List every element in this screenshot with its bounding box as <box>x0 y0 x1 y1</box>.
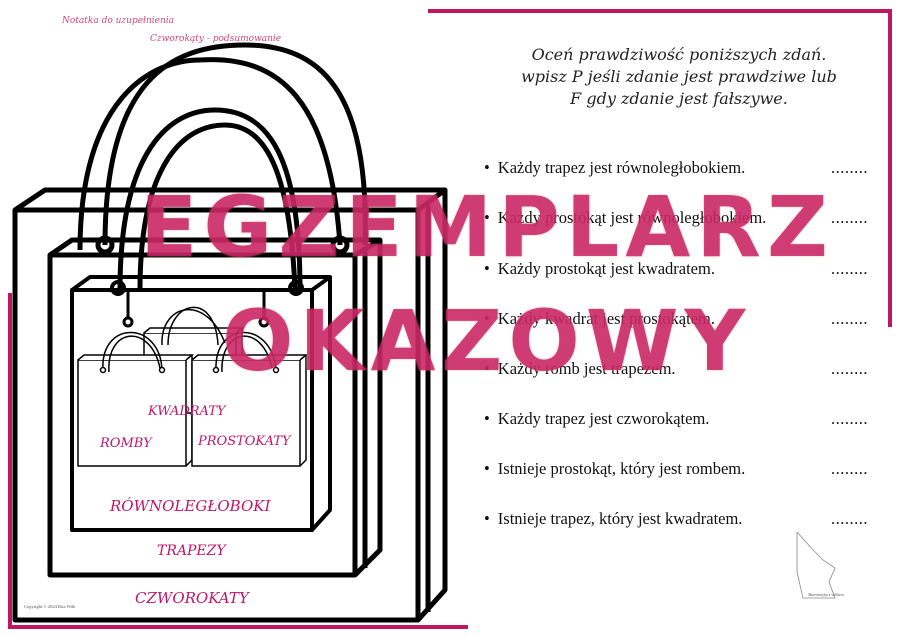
answer-blank[interactable]: ........ <box>831 459 868 478</box>
bullet-icon: • <box>484 259 490 278</box>
header-note-title: Notatka do uzupełnienia <box>62 16 174 26</box>
label-prostokaty: PROSTOKATY <box>198 434 291 449</box>
answer-blank[interactable]: ........ <box>831 309 868 328</box>
statement-item: •Każdy kwadrat jest prostokątem......... <box>484 309 868 328</box>
bullet-icon: • <box>484 509 490 528</box>
bullet-icon: • <box>484 309 490 328</box>
watermark-line-1: EGZEMPLARZ <box>140 178 834 276</box>
bullet-icon: • <box>484 208 490 227</box>
frame-right-border <box>888 9 892 327</box>
answer-blank[interactable]: ........ <box>831 259 868 278</box>
label-rownolegloboki: RÓWNOLEGŁOBOKI <box>110 497 271 515</box>
signature-text: Matematyka z wilkiem <box>808 592 844 597</box>
label-kwadraty: KWADRATY <box>148 404 226 419</box>
frame-top-border <box>428 9 892 13</box>
bullet-icon: • <box>484 359 490 378</box>
statement-item: •Każdy prostokąt jest równoległobokiem..… <box>484 208 868 227</box>
watermark-line-2: OKAZOWY <box>222 292 752 390</box>
instructions: Oceń prawdziwość poniższych zdań. wpisz … <box>486 44 872 110</box>
wolf-logo-icon <box>796 532 836 599</box>
instruction-line-2: wpisz P jeśli zdanie jest prawdziwe lub <box>521 67 837 86</box>
bullet-icon: • <box>484 158 490 177</box>
statement-item: •Istnieje trapez, który jest kwadratem..… <box>484 509 868 528</box>
bullet-icon: • <box>484 409 490 428</box>
frame-bottom-border <box>8 625 468 629</box>
answer-blank[interactable]: ........ <box>831 208 868 227</box>
statement-item: •Istnieje prostokąt, który jest rombem..… <box>484 459 868 478</box>
answer-blank[interactable]: ........ <box>831 158 868 177</box>
frame-left-border <box>8 293 12 629</box>
label-trapezy: TRAPEZY <box>157 543 226 559</box>
bullet-icon: • <box>484 459 490 478</box>
label-romby: ROMBY <box>100 436 152 451</box>
statement-item: •Każdy prostokąt jest kwadratem......... <box>484 259 868 278</box>
answer-blank[interactable]: ........ <box>831 359 868 378</box>
statement-item: •Każdy romb jest trapezem......... <box>484 359 868 378</box>
header-topic-title: Czworokąty - podsumowanie <box>150 34 282 44</box>
nested-bags-diagram <box>12 42 448 623</box>
answer-blank[interactable]: ........ <box>831 409 868 428</box>
label-czworokaty: CZWOROKATY <box>135 589 249 607</box>
statement-item: •Każdy trapez jest czworokątem......... <box>484 409 868 428</box>
instruction-line-3: F gdy zdanie jest fałszywe. <box>570 89 788 108</box>
statement-item: •Każdy trapez jest równoległobokiem.....… <box>484 158 868 177</box>
answer-blank[interactable]: ........ <box>831 509 868 528</box>
instruction-line-1: Oceń prawdziwość poniższych zdań. <box>531 45 827 64</box>
copyright-text: Copyright © 2024 Rita Wilk <box>24 604 76 609</box>
